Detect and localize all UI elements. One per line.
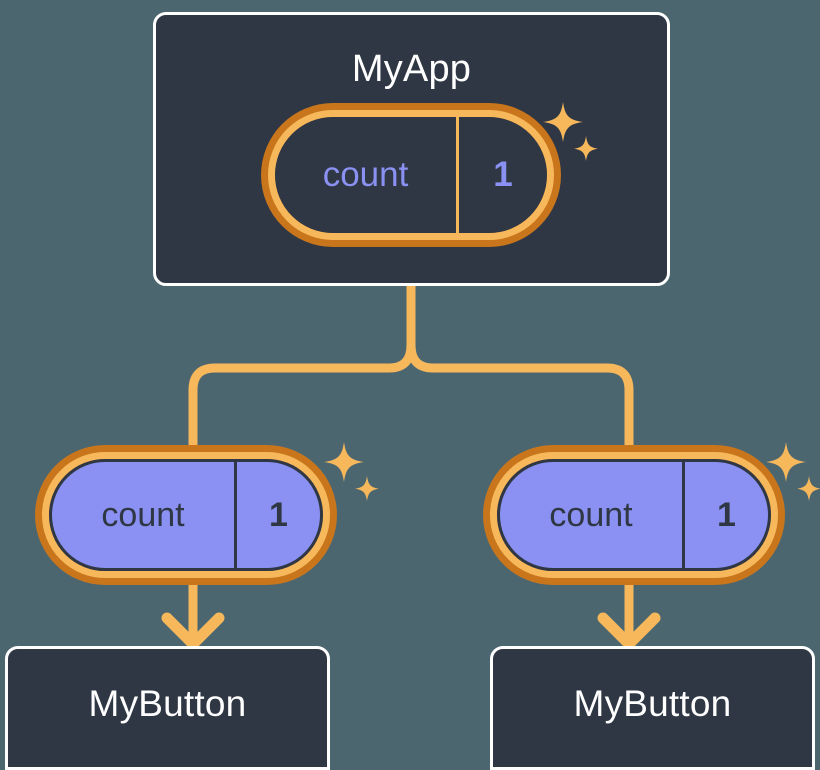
arrow-down-icon-left [161,612,225,650]
connector-branch-left [188,340,416,475]
arrow-down-icon-right [597,612,661,650]
state-pill-inner: count 1 [49,459,323,571]
state-pill-inner: count 1 [497,459,771,571]
state-pill-branch-left[interactable]: count 1 [42,452,330,578]
state-value-label: 1 [717,495,736,534]
component-title: MyButton [573,683,732,724]
state-value-label: 1 [269,495,288,534]
component-box-mybutton-right[interactable]: MyButton [490,646,815,770]
state-pill-branch-right[interactable]: count 1 [490,452,778,578]
state-pill-myapp[interactable]: count 1 [268,110,554,240]
component-title: MyButton [88,683,247,724]
page-title: MyApp [351,48,472,90]
state-key-label: count [52,462,237,568]
state-key-label: count [275,117,459,233]
state-key-label: count [500,462,685,568]
connector-branch-right [406,340,634,475]
component-box-mybutton-left[interactable]: MyButton [5,646,330,770]
state-value-label: 1 [493,155,513,194]
state-pill-inner: count 1 [275,117,547,233]
